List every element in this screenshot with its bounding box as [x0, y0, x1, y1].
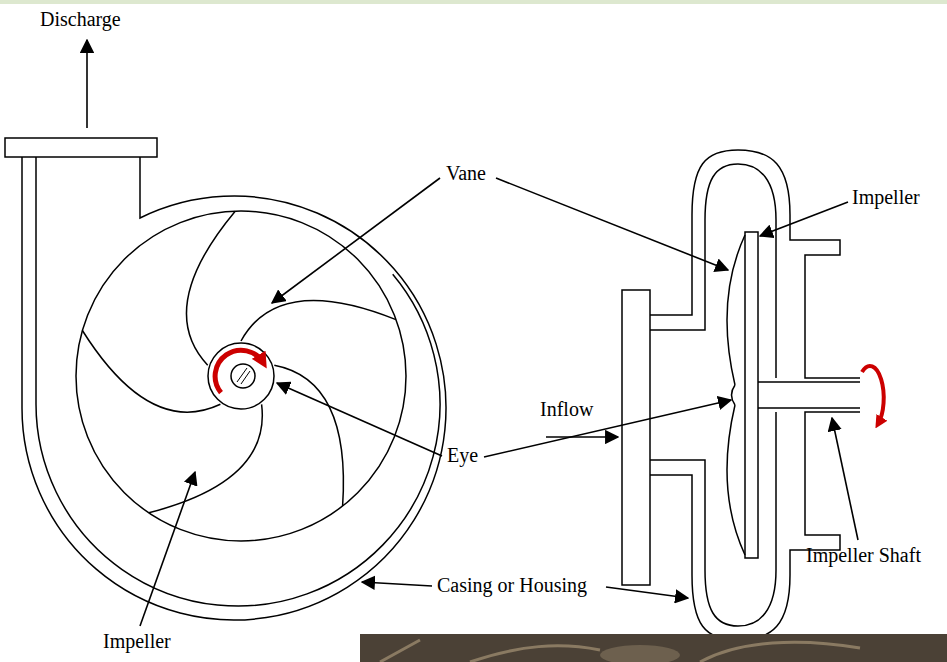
vane [82, 331, 220, 413]
part-label: Impeller [852, 186, 920, 208]
flow-arrow [546, 436, 618, 438]
leader-arrow [362, 582, 432, 586]
impeller-plate [745, 232, 758, 558]
label-holder: Impeller [103, 630, 171, 653]
photo-detail [600, 645, 680, 662]
eye-circle [231, 364, 255, 388]
top-border [0, 0, 947, 4]
part-label: Impeller [103, 630, 171, 652]
part-label: Impeller Shaft [806, 544, 921, 566]
leader-arrow [140, 472, 195, 626]
label-holder: Impeller [852, 186, 920, 209]
casing-inner-line [36, 157, 440, 606]
flow-arrow [86, 40, 88, 128]
label-holder: Casing or Housing [437, 574, 587, 597]
rotation-arrow [215, 350, 263, 392]
part-label: Casing or Housing [437, 574, 587, 596]
leader-arrow [496, 178, 728, 270]
label-holder: Vane [446, 162, 486, 185]
vane [241, 300, 396, 341]
label-holder: Inflow [540, 398, 593, 421]
shaft-rotation-arrow [862, 366, 884, 424]
leader-arrow [484, 400, 731, 457]
leader-arrow [832, 418, 858, 540]
leader-arrow [760, 202, 848, 236]
vane-profile [727, 235, 745, 385]
eye-profile [732, 385, 736, 405]
part-label: Eye [447, 444, 478, 466]
leader-arrow [272, 178, 440, 303]
section-view [622, 150, 860, 640]
discharge-flange [5, 138, 157, 157]
part-label: Vane [446, 162, 486, 184]
leader-lines [87, 40, 858, 626]
impeller-shaft [758, 382, 860, 408]
eye-hatch [237, 368, 250, 384]
impeller-disc [76, 211, 406, 541]
vane [186, 211, 235, 365]
label-holder: Discharge [40, 8, 121, 31]
vane [149, 404, 263, 513]
vane-profile [727, 405, 745, 555]
part-label: Inflow [540, 398, 593, 420]
casing-outline [22, 157, 446, 620]
label-holder: Eye [447, 444, 478, 467]
front-view [5, 138, 446, 620]
part-label: Discharge [40, 8, 121, 30]
label-holder: Impeller Shaft [806, 544, 921, 567]
leader-arrow [606, 587, 688, 598]
inlet-flange [622, 290, 650, 585]
photo-fragment [360, 634, 947, 662]
leader-arrow [277, 383, 442, 456]
impeller-hub [208, 343, 274, 409]
